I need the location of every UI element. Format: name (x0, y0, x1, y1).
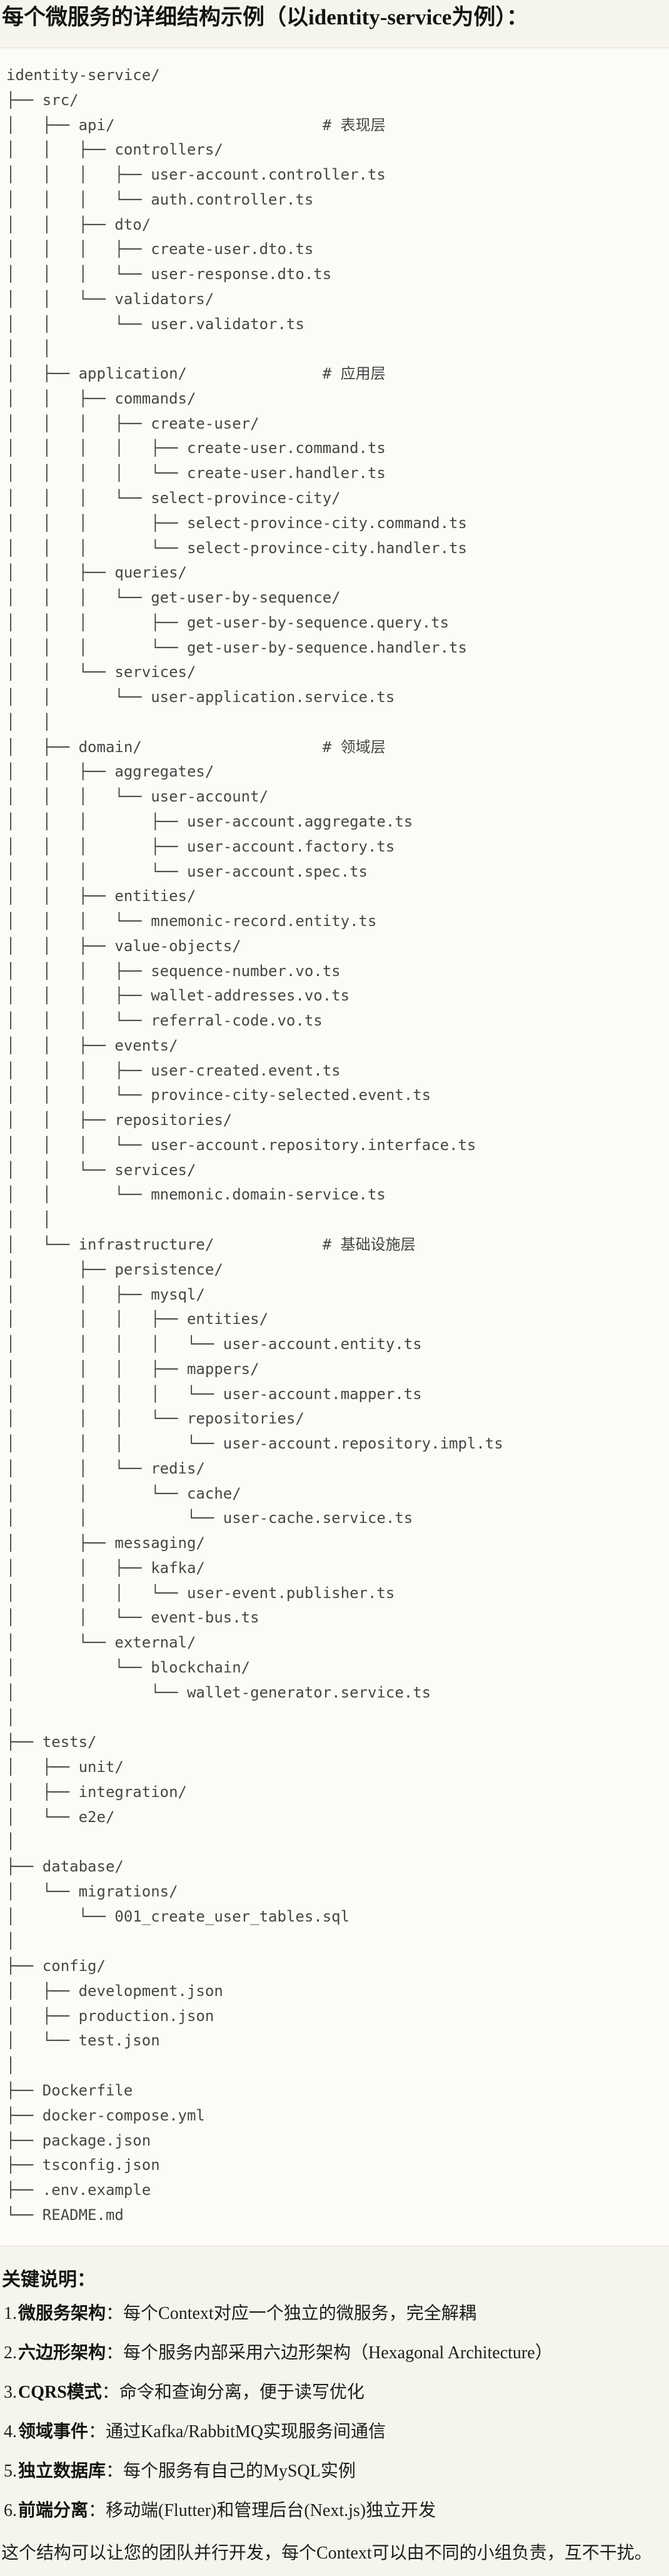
list-item-number: 6. (4, 2500, 17, 2520)
list-item: 1.微服务架构：每个Context对应一个独立的微服务，完全解耦 (4, 2303, 669, 2325)
list-item-label: 前端分离 (18, 2500, 89, 2520)
list-item: 2.六边形架构：每个服务内部采用六边形架构（Hexagonal Architec… (4, 2342, 669, 2365)
list-item-label: 六边形架构 (18, 2343, 106, 2363)
page-title: 每个微服务的详细结构示例（以identity-service为例）： (2, 5, 528, 29)
list-item-number: 4. (4, 2421, 17, 2441)
list-item-number: 5. (4, 2461, 17, 2481)
list-item: 6.前端分离：移动端(Flutter)和管理后台(Next.js)独立开发 (4, 2500, 669, 2522)
list-item-text: 每个服务内部采用六边形架构（Hexagonal Architecture） (123, 2343, 553, 2363)
list-item: 3.CQRS模式：命令和查询分离，便于读写优化 (4, 2381, 669, 2404)
list-item-label: 领域事件 (18, 2421, 89, 2441)
list-item-label: 独立数据库 (18, 2461, 106, 2481)
list-item-text: 每个Context对应一个独立的微服务，完全解耦 (123, 2303, 476, 2323)
list-item-colon: ： (101, 2382, 119, 2402)
list-item-colon: ： (88, 2500, 106, 2520)
list-item: 5.独立数据库：每个服务有自己的MySQL实例 (4, 2460, 669, 2483)
closing-paragraph: 这个结构可以让您的团队并行开发，每个Context可以由不同的小组负责，互不干扰… (1, 2543, 652, 2563)
list-item: 4.领域事件：通过Kafka/RabbitMQ实现服务间通信 (4, 2421, 669, 2443)
list-item-text: 命令和查询分离，便于读写优化 (119, 2382, 365, 2402)
list-item-number: 3. (4, 2382, 17, 2402)
list-item-text: 每个服务有自己的MySQL实例 (123, 2461, 356, 2481)
list-item-text: 通过Kafka/RabbitMQ实现服务间通信 (106, 2421, 386, 2441)
list-item-colon: ： (106, 2461, 124, 2481)
list-item-text: 移动端(Flutter)和管理后台(Next.js)独立开发 (106, 2500, 436, 2520)
notes-list: 1.微服务架构：每个Context对应一个独立的微服务，完全解耦 2.六边形架构… (0, 2303, 669, 2522)
directory-tree: identity-service/ ├── src/ │ ├── api/ # … (6, 66, 503, 2224)
list-item-colon: ： (106, 2303, 124, 2323)
list-item-colon: ： (106, 2343, 124, 2363)
list-item-label: CQRS模式 (18, 2382, 102, 2402)
list-item-colon: ： (88, 2421, 106, 2441)
code-block: identity-service/ ├── src/ │ ├── api/ # … (0, 48, 669, 2246)
notes-heading: 关键说明： (2, 2269, 96, 2290)
list-item-number: 2. (4, 2343, 17, 2363)
list-item-label: 微服务架构 (18, 2303, 106, 2323)
list-item-number: 1. (4, 2303, 17, 2323)
